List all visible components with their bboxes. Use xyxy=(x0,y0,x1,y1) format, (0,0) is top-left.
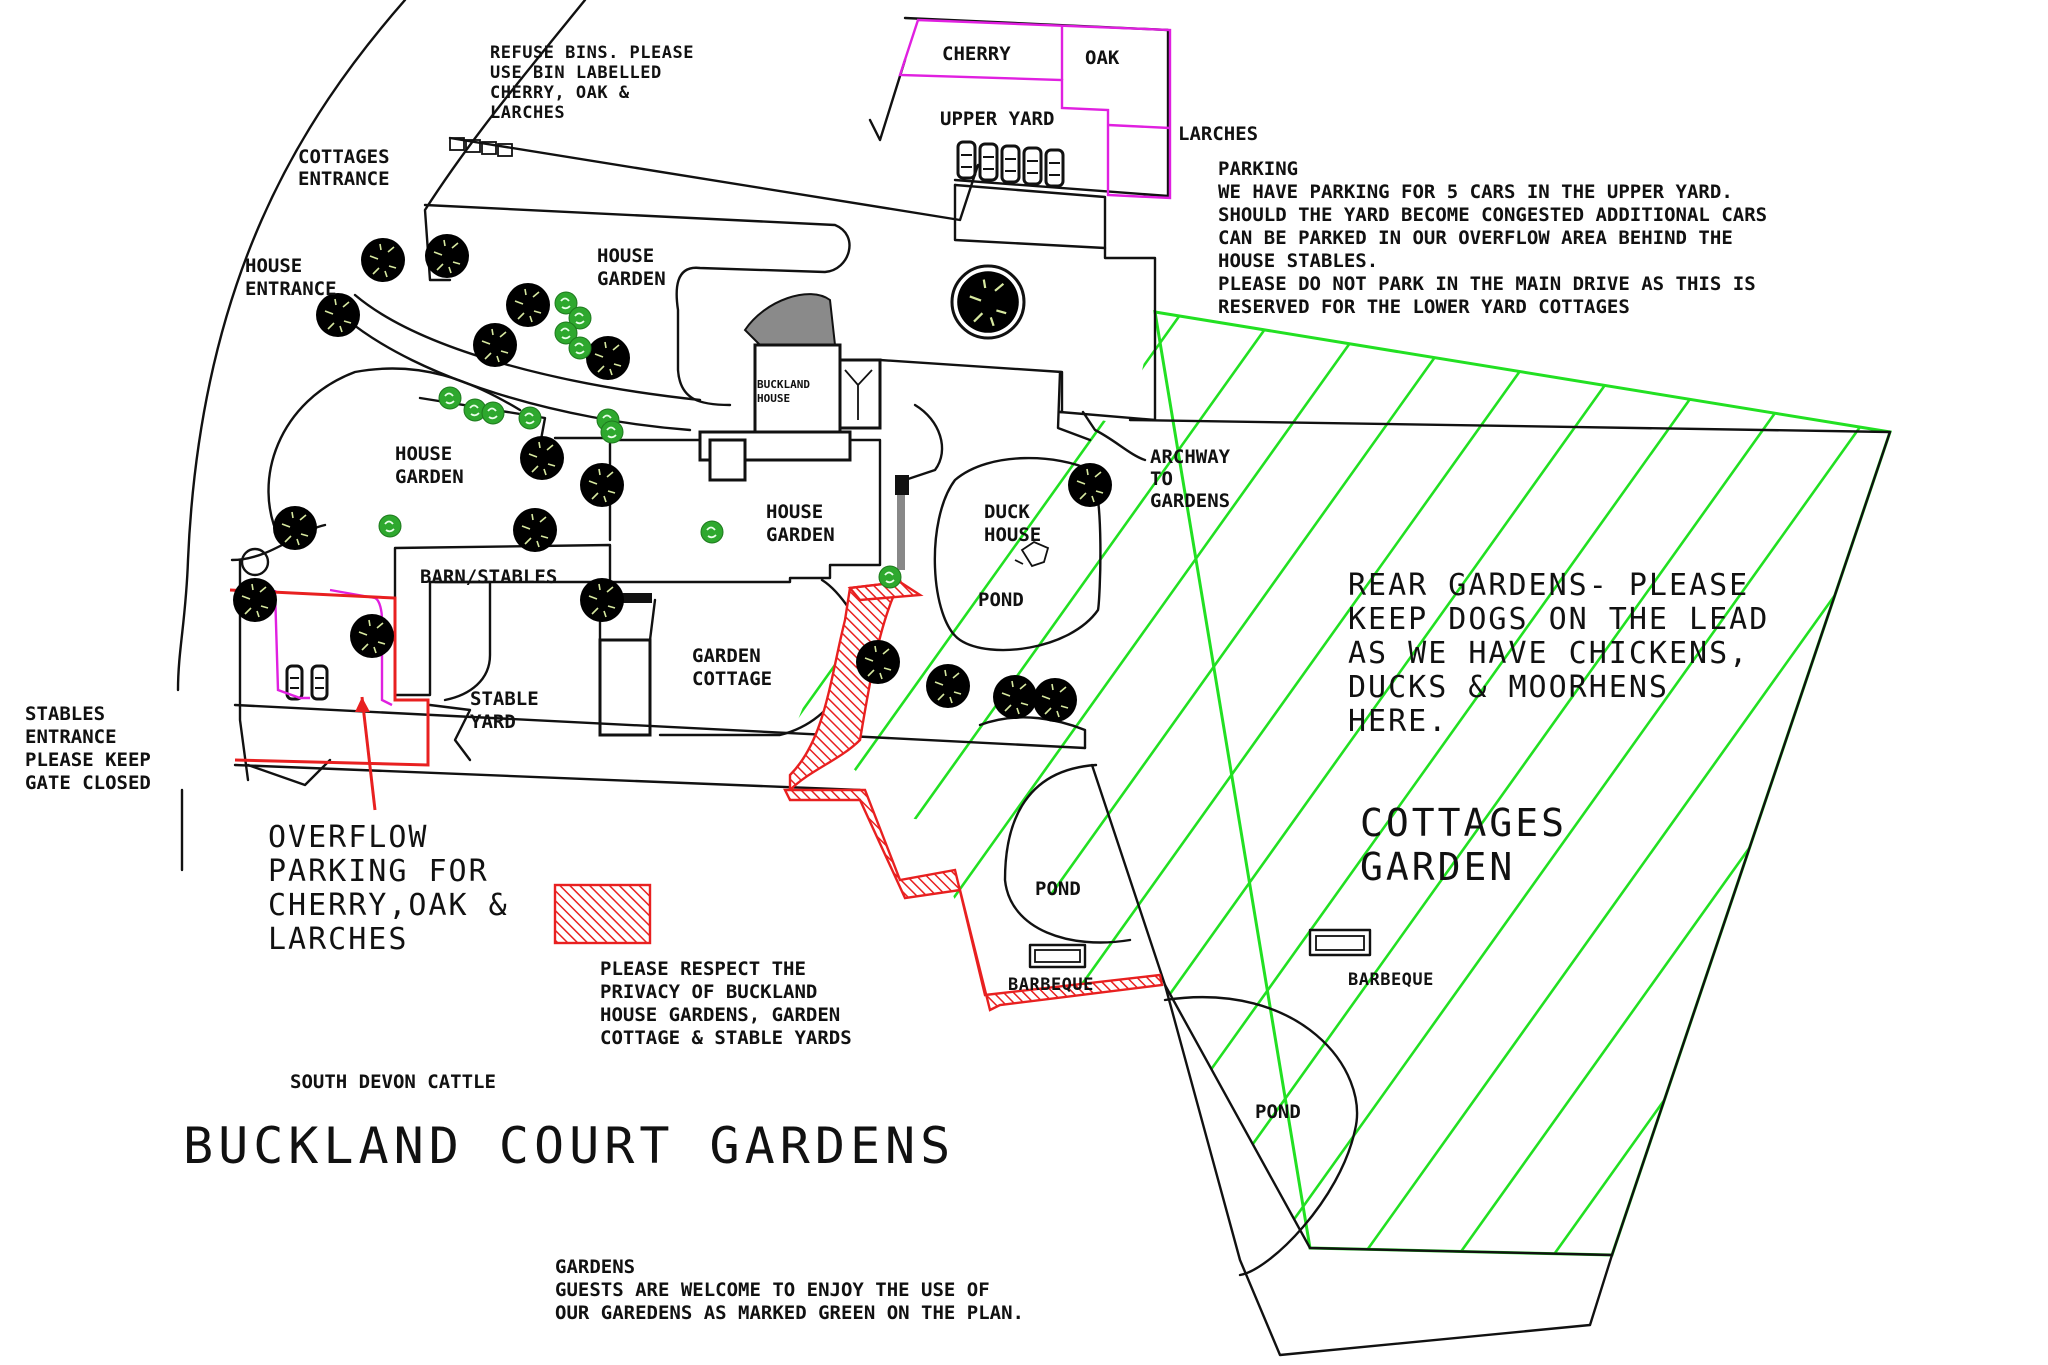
garden-hatch-line xyxy=(1925,0,2048,1365)
parking-note: PARKING WE HAVE PARKING FOR 5 CARS IN TH… xyxy=(1218,158,1779,318)
house-entrance-label: HOUSE ENTRANCE xyxy=(245,255,337,300)
bottom-pond-outline xyxy=(1163,996,1359,1277)
garden-hatch-line xyxy=(770,312,1312,1255)
stable-yard-label: STABLE YARD xyxy=(470,688,550,733)
upper-yard-tree-icon xyxy=(950,264,1026,340)
garden-hatch-line xyxy=(1448,312,1890,1255)
shrub-icon xyxy=(378,514,402,538)
refuse-bins-label: REFUSE BINS. PLEASE USE BIN LABELLED CHE… xyxy=(490,43,705,123)
shrub-icon xyxy=(568,336,592,360)
upper-yard-label: UPPER YARD xyxy=(940,108,1054,130)
tree-icon xyxy=(519,435,565,481)
garden-hatch-line xyxy=(770,312,1597,1255)
tree-icon xyxy=(1067,462,1113,508)
tree-icon xyxy=(992,674,1038,720)
archway-label: ARCHWAY TO GARDENS xyxy=(1150,446,1242,512)
tree-icon xyxy=(512,507,558,553)
house-garden-center-label: HOUSE GARDEN xyxy=(766,501,835,546)
tree-icon xyxy=(424,233,470,279)
overflow-cars xyxy=(285,664,329,701)
car-icon xyxy=(310,664,329,701)
garden-hatch-line xyxy=(770,312,1407,1255)
tree-icon xyxy=(585,335,631,381)
tree-icon xyxy=(925,663,971,709)
tree-icon xyxy=(505,282,551,328)
garden-hatch-line xyxy=(1258,312,1890,1255)
garden-hatch-line xyxy=(2020,0,2048,1365)
duck-pond-label: POND xyxy=(978,589,1024,611)
barbeque-right-label: BARBEQUE xyxy=(1348,970,1434,990)
garden-hatch-line xyxy=(1733,312,1890,1255)
barbeque-left-label: BARBEQUE xyxy=(1008,975,1094,995)
legend-private-swatch xyxy=(553,883,652,945)
refuse-bins-icon xyxy=(449,137,513,157)
car-icon xyxy=(956,140,977,180)
tree-icon xyxy=(272,505,318,551)
cherry-label: CHERRY xyxy=(942,43,1011,65)
stables-entrance-label: STABLES ENTRANCE PLEASE KEEP GATE CLOSED xyxy=(25,703,162,794)
garden-hatch-line xyxy=(1163,312,1890,1255)
car-icon xyxy=(285,664,304,701)
duck-pond-outline xyxy=(933,456,1102,652)
garden-hatch-line xyxy=(0,0,75,1365)
larches-label: LARCHES xyxy=(1178,123,1258,145)
duck-house-label: DUCK HOUSE xyxy=(984,501,1041,546)
privacy-note-label: PLEASE RESPECT THE PRIVACY OF BUCKLAND H… xyxy=(600,958,852,1049)
map-labels: REFUSE BINS. PLEASE USE BIN LABELLED CHE… xyxy=(25,43,1789,1324)
car-icon xyxy=(978,142,999,182)
barbeque-left-icon xyxy=(1028,943,1087,969)
barbeque-right-icon xyxy=(1308,928,1372,957)
oak-label: OAK xyxy=(1085,47,1120,69)
tree-icon xyxy=(232,577,278,623)
tree-icon xyxy=(472,322,518,368)
buckland-house-building xyxy=(698,293,944,570)
tree-icon xyxy=(855,639,901,685)
tree-icon xyxy=(360,237,406,283)
middle-pond-label: POND xyxy=(1035,878,1081,900)
barn-stables-label: BARN/STABLES xyxy=(420,566,557,588)
shrub-icon xyxy=(518,406,542,430)
page-title: BUCKLAND COURT GARDENS xyxy=(183,1117,955,1175)
private-areas xyxy=(229,580,1164,1012)
south-devon-cattle-label: SOUTH DEVON CATTLE xyxy=(290,1071,496,1093)
overflow-arrow xyxy=(360,696,377,811)
shrub-icon xyxy=(700,520,724,544)
cottages-garden-label: COTTAGES GARDEN xyxy=(1360,801,1593,889)
garden-hatch-line xyxy=(1828,312,1890,1255)
buckland-house-label: BUCKLAND HOUSE xyxy=(757,378,817,405)
car-icon xyxy=(1022,146,1043,186)
tree-icon xyxy=(579,462,625,508)
garden-cottage-label: GARDEN COTTAGE xyxy=(692,645,772,690)
overflow-parking-label: OVERFLOW PARKING FOR CHERRY,OAK & LARCHE… xyxy=(268,820,529,957)
tree-icon xyxy=(349,613,395,659)
duck-house-icon xyxy=(1014,540,1050,568)
middle-pond-outline xyxy=(1003,763,1132,944)
tree-icon xyxy=(1032,677,1078,723)
house-garden-left-label: HOUSE GARDEN xyxy=(395,443,464,488)
cottages-entrance-label: COTTAGES ENTRANCE xyxy=(298,146,401,190)
shrub-icon xyxy=(438,386,462,410)
well-icon xyxy=(240,547,270,577)
tree-icon xyxy=(579,577,625,623)
house-garden-top-label: HOUSE GARDEN xyxy=(597,245,666,290)
rear-gardens-label: REAR GARDENS- PLEASE KEEP DOGS ON THE LE… xyxy=(1348,568,1789,739)
shrub-icon xyxy=(600,420,624,444)
car-icon xyxy=(1044,148,1065,188)
bottom-pond-label: POND xyxy=(1255,1101,1301,1123)
gardens-note: GARDENS GUESTS ARE WELCOME TO ENJOY THE … xyxy=(555,1256,1024,1324)
shrub-icon xyxy=(481,401,505,425)
shrub-icon xyxy=(878,565,902,589)
upper-yard-cars xyxy=(956,140,1065,188)
garden-hatch-line xyxy=(0,0,170,1365)
car-icon xyxy=(1000,144,1021,184)
overflow-arrowhead-icon xyxy=(355,697,370,712)
